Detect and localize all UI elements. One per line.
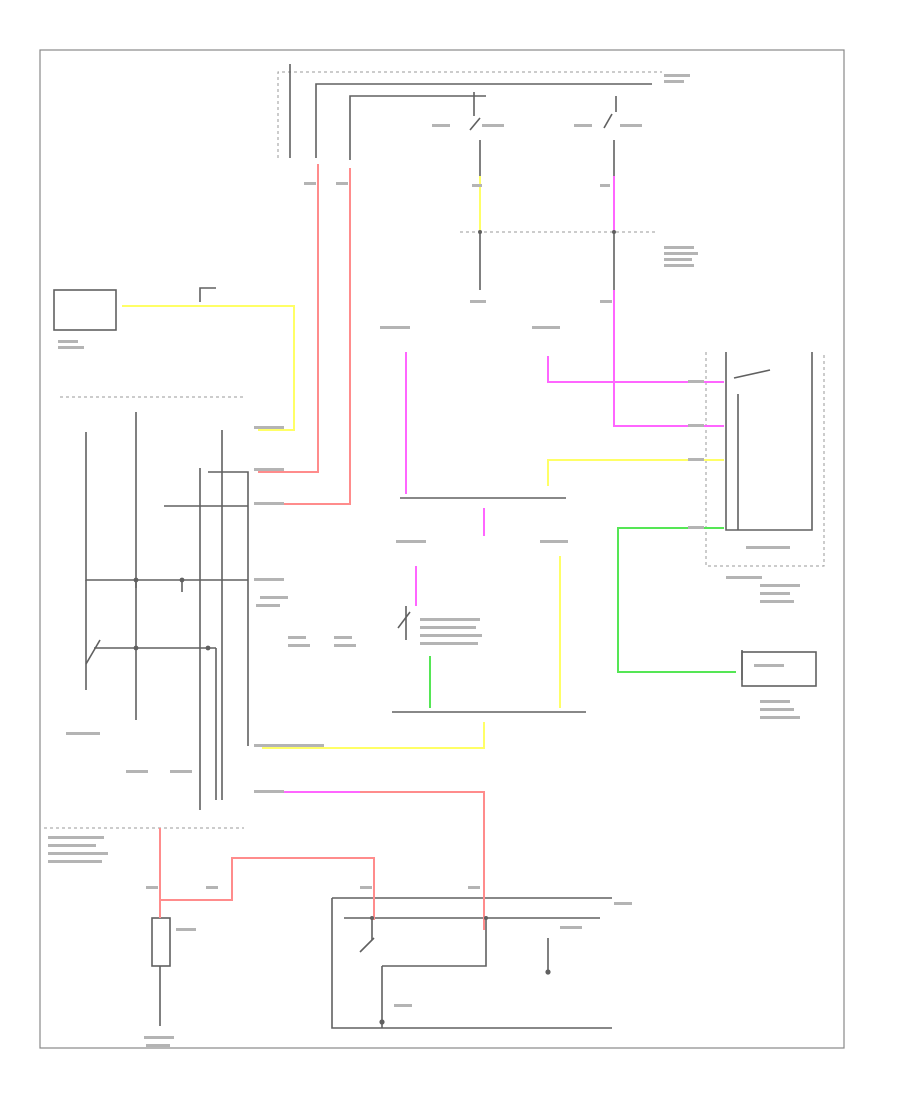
- pink-wires: [256, 176, 724, 793]
- green-wires: [429, 527, 736, 708]
- red-wires: [159, 164, 485, 930]
- yellow-wires: [122, 176, 724, 749]
- connection-dots: [133, 230, 616, 1025]
- boundary-lines: [44, 71, 825, 829]
- diagram-frame: [39, 49, 845, 1049]
- black-wires: [53, 64, 817, 1029]
- label-marks: [48, 74, 800, 1047]
